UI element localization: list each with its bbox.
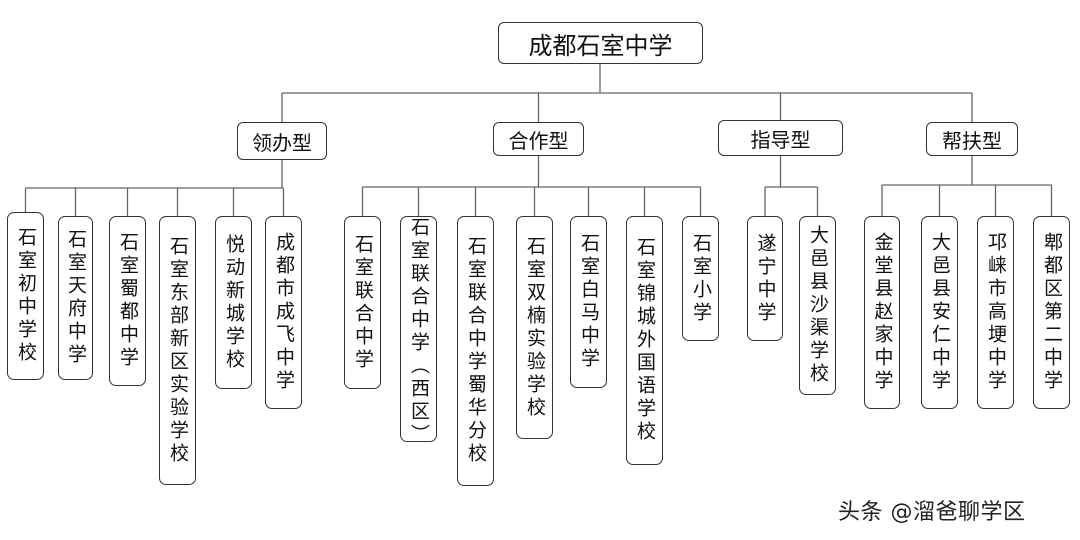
school-box: 石室联合中学（西区） — [400, 216, 437, 447]
school-label: 石室联合中学蜀华分校 — [465, 236, 487, 466]
school-label: 石室联合中学（西区） — [408, 217, 430, 447]
category-box: 合作型 — [493, 122, 584, 156]
school-box: 石室联合中学 — [344, 216, 381, 389]
school-box: 大邑县安仁中学 — [921, 216, 958, 409]
school-label: 石室东部新区实验学校 — [167, 235, 189, 466]
school-label: 郫都区第二中学 — [1041, 232, 1063, 393]
category-label: 领办型 — [252, 130, 312, 155]
school-box: 石室小学 — [682, 216, 719, 341]
school-label: 石室联合中学 — [352, 233, 374, 372]
school-box: 石室初中学校 — [7, 212, 44, 380]
root-school-box: 成都石室中学 — [498, 22, 703, 64]
school-box: 成都市成飞中学 — [265, 216, 302, 409]
root-school-label: 成都石室中学 — [528, 31, 673, 60]
school-label: 石室双楠实验学校 — [524, 235, 546, 420]
school-label: 成都市成飞中学 — [273, 232, 295, 393]
school-label: 大邑县沙渠学校 — [807, 225, 829, 386]
category-label: 指导型 — [750, 127, 811, 152]
school-label: 石室小学 — [690, 232, 712, 325]
school-box: 石室双楠实验学校 — [516, 216, 553, 439]
school-label: 石室白马中学 — [578, 233, 600, 371]
category-label: 帮扶型 — [942, 128, 1002, 153]
category-box: 帮扶型 — [926, 122, 1018, 156]
school-label: 大邑县安仁中学 — [929, 232, 951, 393]
watermark: 头条 @溜爸聊学区 — [838, 500, 1026, 525]
school-box: 石室天府中学 — [58, 216, 93, 380]
school-label: 石室天府中学 — [65, 229, 87, 367]
school-label: 遂宁中学 — [754, 232, 777, 325]
school-box: 石室锦城外国语学校 — [626, 216, 663, 465]
school-label: 悦动新城学校 — [223, 233, 245, 372]
category-label: 合作型 — [508, 128, 569, 153]
school-box: 石室蜀都中学 — [109, 216, 146, 386]
school-label: 邛崃市高埂中学 — [985, 232, 1007, 393]
school-box: 石室东部新区实验学校 — [159, 216, 196, 485]
school-label: 石室锦城外国语学校 — [634, 237, 656, 444]
school-box: 邛崃市高埂中学 — [977, 216, 1014, 409]
school-box: 石室白马中学 — [570, 216, 607, 388]
school-label: 石室蜀都中学 — [117, 232, 139, 370]
school-label: 石室初中学校 — [15, 227, 37, 365]
school-box: 大邑县沙渠学校 — [799, 216, 836, 395]
school-box: 悦动新城学校 — [215, 216, 252, 389]
school-box: 石室联合中学蜀华分校 — [457, 216, 494, 486]
school-box: 金堂县赵家中学 — [864, 216, 900, 409]
school-label: 金堂县赵家中学 — [871, 232, 894, 393]
school-box: 遂宁中学 — [747, 216, 783, 341]
school-box: 郫都区第二中学 — [1033, 216, 1070, 409]
category-box: 领办型 — [237, 122, 327, 160]
category-box: 指导型 — [718, 120, 843, 156]
